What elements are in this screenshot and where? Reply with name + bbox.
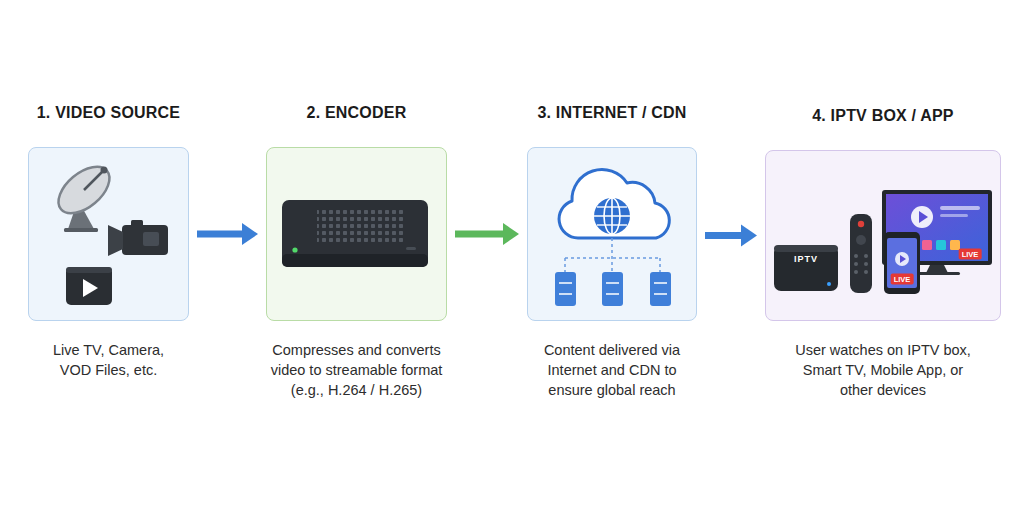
video-file-icon xyxy=(66,267,112,305)
satellite-dish-icon xyxy=(50,158,118,232)
stage-box: 2. ENCODERCompresses and converts video … xyxy=(266,147,447,321)
stage-heading: 2. ENCODER xyxy=(207,104,506,122)
stage-heading: 4. IPTV BOX / APP xyxy=(706,107,1024,125)
stage-description: User watches on IPTV box, Smart TV, Mobi… xyxy=(788,340,978,400)
encoder-device xyxy=(282,200,428,267)
stage-description: Live TV, Camera, VOD Files, etc. xyxy=(41,340,176,380)
stage-description: Content delivered via Internet and CDN t… xyxy=(527,340,697,400)
stage-description: Compresses and converts video to streama… xyxy=(257,340,457,400)
stage-box: 1. VIDEO SOURCELive TV, Camera, VOD File… xyxy=(28,147,189,321)
live-badge: LIVE xyxy=(959,249,982,260)
device-brand-label: IPTV xyxy=(794,254,818,264)
flow-arrow xyxy=(197,223,258,245)
video-camera-icon xyxy=(108,220,168,256)
cloud-cdn-icon xyxy=(555,170,671,306)
stage-box: 3. INTERNET / CDNContent delivered via I… xyxy=(527,147,697,321)
viewing-devices xyxy=(774,190,992,294)
stage-heading: 1. VIDEO SOURCE xyxy=(0,104,248,122)
stage-heading: 3. INTERNET / CDN xyxy=(468,104,756,122)
live-badge: LIVE xyxy=(891,274,914,285)
stage-box: 4. IPTV BOX / APPUser watches on IPTV bo… xyxy=(765,150,1001,321)
flow-arrow xyxy=(455,223,519,245)
flow-arrow xyxy=(705,225,757,247)
